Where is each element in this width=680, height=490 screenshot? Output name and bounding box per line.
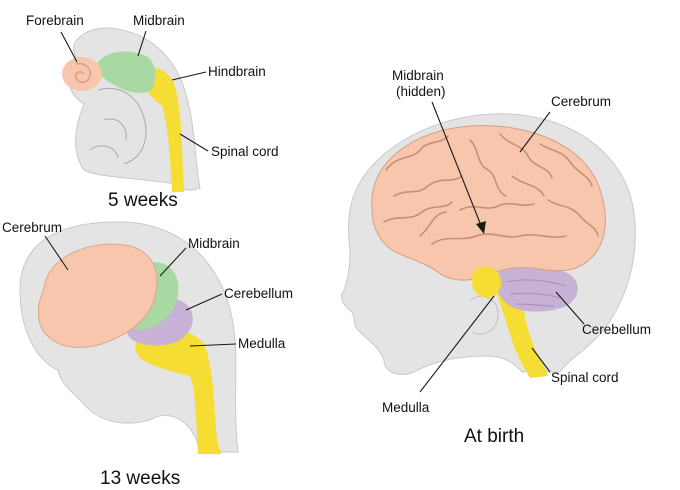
medulla-13wk-shape	[135, 329, 222, 454]
forebrain-5wk-curl	[74, 62, 91, 83]
label-spinal-cord-5wk: Spinal cord	[211, 144, 279, 159]
stage-13-weeks: Cerebrum Midbrain Cerebellum Medulla 13 …	[2, 220, 293, 489]
leader-medulla-13wk	[189, 343, 237, 347]
stage-5-weeks: Forebrain Midbrain Hindbrain Spinal cord…	[26, 13, 279, 211]
label-midbrain-birth-line1: Midbrain	[392, 68, 444, 83]
cerebrum-birth-gyri	[383, 133, 599, 245]
stage-at-birth: Midbrain (hidden) Cerebrum Cerebellum Sp…	[341, 68, 651, 447]
leader-cerebrum-birth	[519, 111, 551, 153]
leader-cerebellum-13wk	[185, 293, 223, 311]
arrowhead-midbrain-birth	[476, 221, 486, 234]
cerebellum-birth-shape	[494, 265, 578, 312]
label-medulla-13wk: Medulla	[238, 336, 286, 351]
leader-midbrain-5wk	[137, 30, 147, 57]
leader-cerebrum-13wk	[44, 235, 69, 271]
spinal-cord-5wk-shape	[150, 76, 184, 192]
infant-ear	[469, 295, 499, 335]
label-forebrain-5wk: Forebrain	[26, 13, 84, 28]
label-midbrain-birth-line2: (hidden)	[396, 84, 446, 99]
leader-spinal-cord-birth	[531, 347, 551, 373]
label-midbrain-13wk: Midbrain	[188, 236, 240, 251]
label-medulla-birth: Medulla	[382, 400, 430, 415]
label-cerebellum-birth: Cerebellum	[582, 322, 651, 337]
leader-medulla-birth	[419, 295, 495, 393]
label-cerebellum-13wk: Cerebellum	[224, 286, 293, 301]
caption-at-birth: At birth	[464, 426, 524, 447]
label-cerebrum-13wk: Cerebrum	[2, 220, 62, 235]
forebrain-5wk-shape	[62, 57, 102, 91]
embryo-5wk-body-contours	[89, 88, 147, 165]
caption-13-weeks: 13 weeks	[100, 468, 180, 489]
leader-forebrain-5wk	[60, 31, 78, 63]
label-cerebrum-birth: Cerebrum	[551, 94, 611, 109]
leader-spinal-cord-5wk	[179, 133, 209, 152]
leader-hindbrain-5wk	[171, 71, 207, 81]
label-midbrain-5wk: Midbrain	[133, 13, 185, 28]
label-hindbrain-5wk: Hindbrain	[208, 64, 266, 79]
cerebrum-birth-shape	[371, 125, 606, 281]
leader-cerebellum-birth	[555, 291, 585, 325]
label-spinal-cord-birth: Spinal cord	[551, 370, 619, 385]
caption-5-weeks: 5 weeks	[108, 190, 178, 211]
leader-midbrain-13wk	[159, 247, 187, 277]
midbrain-5wk-shape	[96, 51, 156, 93]
leader-midbrain-birth	[431, 101, 483, 229]
cerebellum-birth-folds	[505, 279, 567, 307]
medulla-birth-shape	[472, 266, 502, 298]
